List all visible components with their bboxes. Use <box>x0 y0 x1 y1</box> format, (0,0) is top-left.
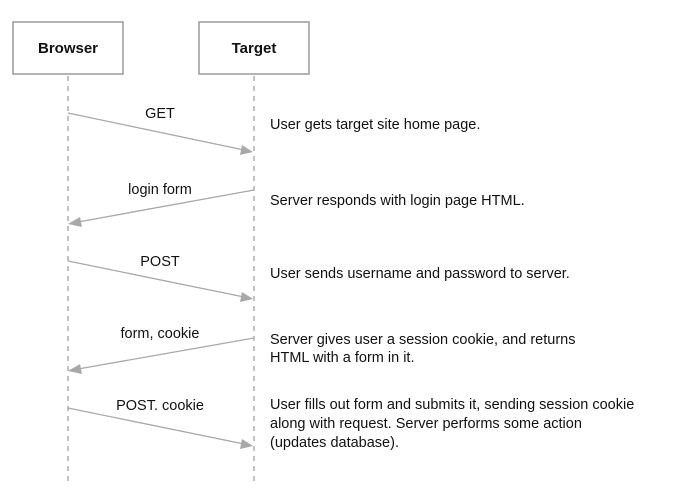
message-4-label: form, cookie <box>121 326 200 342</box>
message-2-label: login form <box>128 182 192 198</box>
message-2-description: Server responds with login page HTML. <box>270 193 525 209</box>
message-5-description-line-3: (updates database). <box>270 435 399 451</box>
message-5-description: User fills out form and submits it, send… <box>270 397 638 451</box>
message-5-label: POST. cookie <box>116 398 204 414</box>
message-1-description: User gets target site home page. <box>270 117 480 133</box>
message-3: POST User sends username and password to… <box>67 254 570 302</box>
participant-browser-label: Browser <box>38 40 98 57</box>
message-5-description-line-2: along with request. Server performs some… <box>270 416 582 432</box>
message-4-description: Server gives user a session cookie, and … <box>270 332 580 366</box>
message-2-description-line-1: Server responds with login page HTML. <box>270 193 525 209</box>
message-3-label: POST <box>140 254 180 270</box>
participant-browser-box <box>12 21 124 75</box>
message-1-description-line-1: User gets target site home page. <box>270 117 480 133</box>
message-1-arrowhead <box>240 145 253 155</box>
message-4-description-line-1: Server gives user a session cookie, and … <box>270 332 575 348</box>
message-5: POST. cookie User fills out form and sub… <box>67 397 638 451</box>
message-5-arrowhead <box>240 439 253 449</box>
message-2-arrowhead <box>68 217 82 227</box>
message-4-arrowhead <box>68 364 82 374</box>
message-3-arrowhead <box>240 292 253 302</box>
message-1-arrow <box>67 112 245 151</box>
message-3-description: User sends username and password to serv… <box>270 266 570 282</box>
message-1-label: GET <box>145 106 175 122</box>
message-3-description-line-1: User sends username and password to serv… <box>270 266 570 282</box>
message-3-arrow <box>67 260 245 298</box>
message-5-arrow <box>67 407 245 445</box>
message-4-arrow <box>77 337 255 370</box>
message-4-description-line-2: HTML with a form in it. <box>270 350 415 366</box>
participant-target-label: Target <box>232 40 277 57</box>
message-4: form, cookie Server gives user a session… <box>68 326 580 374</box>
message-2: login form Server responds with login pa… <box>68 182 525 227</box>
participant-target-box <box>198 21 310 75</box>
message-1: GET User gets target site home page. <box>67 106 480 155</box>
participant-target: Target <box>198 21 310 75</box>
message-5-description-line-1: User fills out form and submits it, send… <box>270 397 634 413</box>
message-2-arrow <box>77 189 255 223</box>
participant-browser: Browser <box>12 21 124 75</box>
